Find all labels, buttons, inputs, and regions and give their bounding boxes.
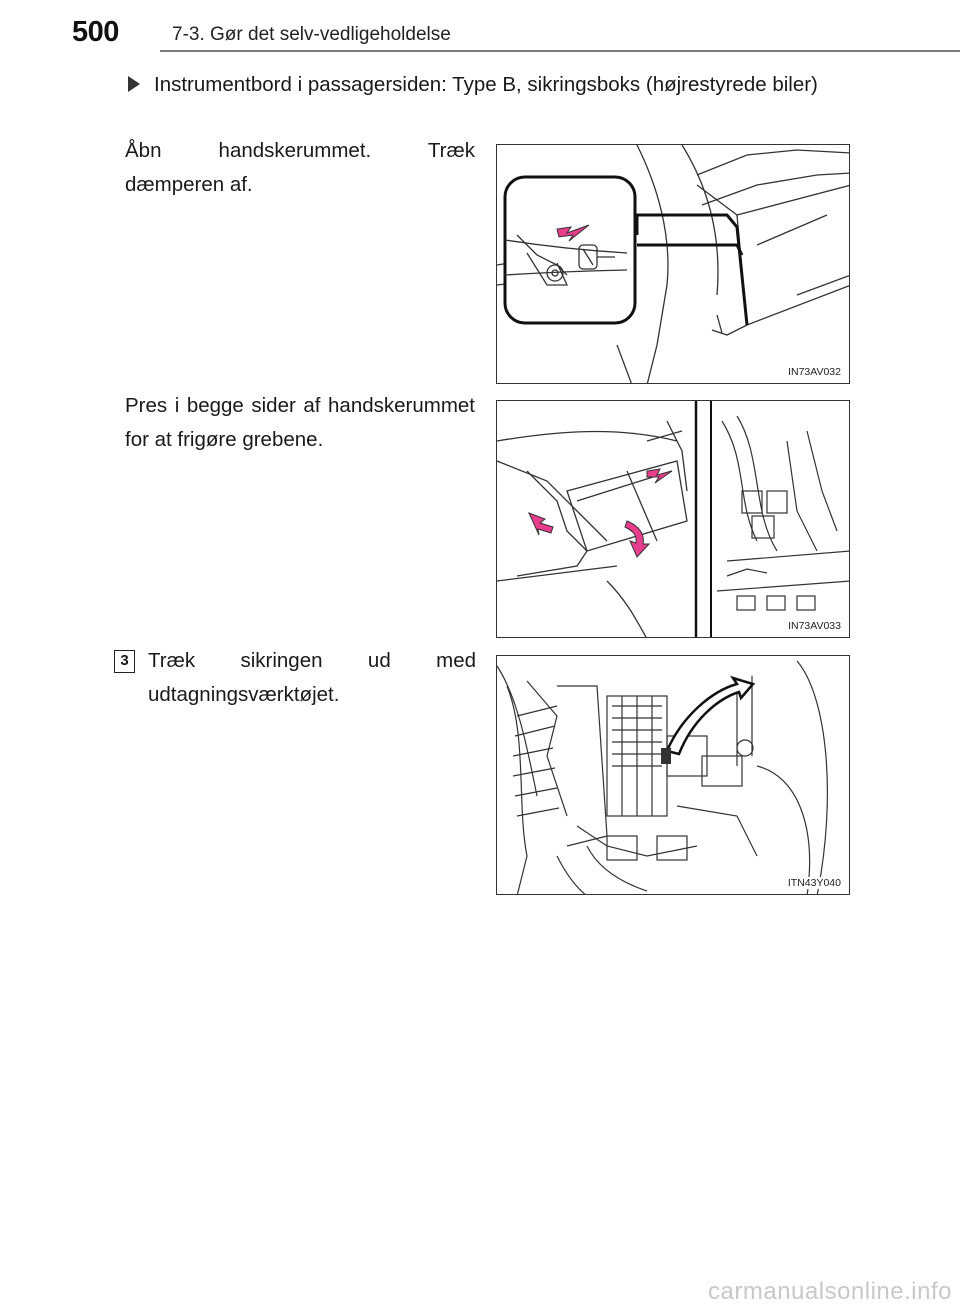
step-2-figure: IN73AV033	[496, 400, 850, 638]
section-title: 7-3. Gør det selv-vedligeholdelse	[172, 24, 451, 45]
step-number-badge: 3	[114, 650, 135, 673]
figure-label: ITN43Y040	[785, 877, 843, 889]
figure-label: IN73AV032	[786, 366, 843, 378]
step-3-text: Træk sikringen ud med udtagningsværktøje…	[148, 649, 476, 706]
header-divider	[160, 50, 960, 52]
step-2-text: Pres i begge sider af handskerummet for …	[125, 394, 475, 451]
page-header: 500 7-3. Gør det selv-vedligeholdelse	[0, 0, 960, 60]
glovebox-release-illustration	[497, 401, 849, 637]
footer-watermark: carmanualsonline.info	[708, 1278, 952, 1305]
intro-bullet-text: Instrumentbord i passagersiden: Type B, …	[154, 73, 818, 96]
glovebox-damper-illustration	[497, 145, 849, 383]
step-3-figure: ITN43Y040	[496, 655, 850, 895]
bullet-triangle-icon	[128, 76, 140, 92]
step-1-text: Åbn handskerummet. Træk dæmperen af.	[125, 139, 475, 196]
figure-label: IN73AV033	[786, 620, 843, 632]
page-number: 500	[72, 16, 119, 48]
fuse-removal-illustration	[497, 660, 828, 894]
step-1-figure: IN73AV032	[496, 144, 850, 384]
